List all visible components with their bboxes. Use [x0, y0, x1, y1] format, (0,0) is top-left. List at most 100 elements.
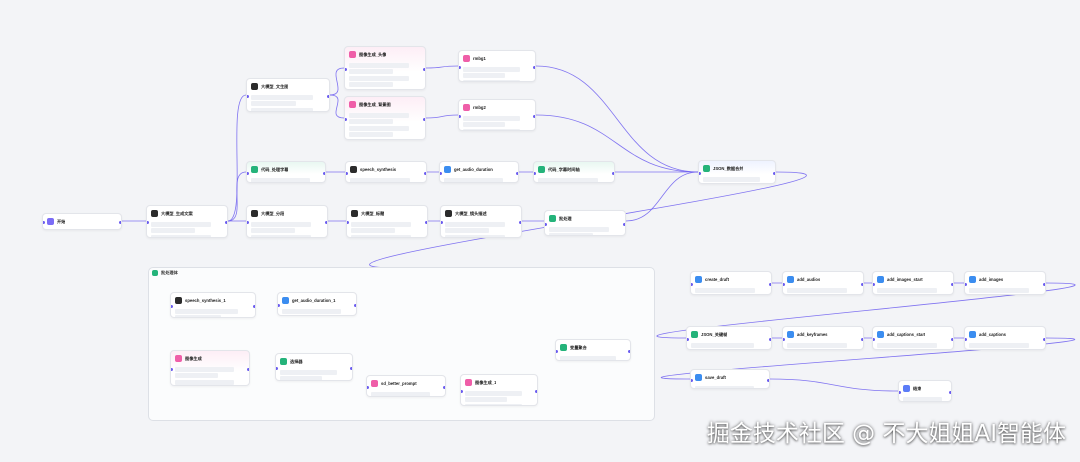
- output-port[interactable]: [773, 171, 775, 175]
- output-port[interactable]: [327, 94, 329, 98]
- output-port[interactable]: [516, 171, 518, 175]
- output-port[interactable]: [533, 65, 535, 69]
- node-loop-select[interactable]: 选择器: [275, 353, 353, 381]
- node-create-draft[interactable]: create_draft: [690, 271, 772, 295]
- node-add-images-start[interactable]: add_images_start: [872, 271, 954, 295]
- output-port[interactable]: [247, 367, 249, 371]
- node-llm-title[interactable]: 大模型_标题: [346, 205, 428, 238]
- input-port[interactable]: [171, 304, 173, 308]
- output-port[interactable]: [325, 221, 327, 224]
- node-add-captions[interactable]: add_captions: [964, 326, 1046, 350]
- input-port[interactable]: [699, 171, 701, 175]
- output-port[interactable]: [612, 171, 614, 175]
- input-port[interactable]: [347, 221, 349, 224]
- output-port[interactable]: [119, 221, 121, 224]
- output-port[interactable]: [443, 385, 445, 389]
- output-port[interactable]: [951, 282, 953, 286]
- node-code-timeline[interactable]: 代码_字幕时间轴: [533, 161, 615, 183]
- node-llm-storyboard[interactable]: 大模型_镜头描述: [440, 205, 522, 238]
- input-port[interactable]: [691, 282, 693, 286]
- node-json-merge[interactable]: JSON_数据合并: [698, 160, 776, 184]
- node-var-agg[interactable]: 批处理: [544, 210, 626, 236]
- output-port[interactable]: [519, 221, 521, 224]
- node-loop-speech[interactable]: speech_synthesis_1: [170, 292, 256, 318]
- node-img-a[interactable]: 图像生成_头像: [344, 46, 426, 90]
- input-port[interactable]: [345, 67, 347, 71]
- input-port[interactable]: [783, 282, 785, 286]
- input-port[interactable]: [459, 65, 461, 69]
- node-code-subtitle[interactable]: 代码_处理字幕: [246, 161, 326, 183]
- output-port[interactable]: [323, 171, 325, 175]
- input-port[interactable]: [461, 389, 463, 393]
- node-end[interactable]: 结束: [898, 380, 952, 402]
- node-add-keyframes[interactable]: add_keyframes: [782, 326, 864, 350]
- output-port[interactable]: [769, 282, 771, 286]
- input-port[interactable]: [873, 337, 875, 341]
- node-img-b[interactable]: 图像生成_背景图: [344, 96, 426, 140]
- node-add-captions-start[interactable]: add_captions_start: [872, 326, 954, 350]
- node-duration[interactable]: get_audio_duration: [439, 161, 519, 183]
- input-port[interactable]: [278, 303, 280, 307]
- output-port[interactable]: [423, 67, 425, 71]
- node-rmbg-b[interactable]: rmbg2: [458, 99, 536, 131]
- output-port[interactable]: [949, 390, 951, 394]
- input-port[interactable]: [147, 221, 149, 224]
- input-port[interactable]: [965, 282, 967, 286]
- input-port[interactable]: [899, 390, 901, 394]
- node-llm-split[interactable]: 大模型_分段: [246, 205, 328, 238]
- input-port[interactable]: [534, 171, 536, 175]
- input-port[interactable]: [873, 282, 875, 286]
- input-port[interactable]: [345, 117, 347, 121]
- node-loop-duration[interactable]: get_audio_duration_1: [277, 292, 357, 316]
- node-json-keys[interactable]: JSON_关键帧: [686, 326, 772, 350]
- output-port[interactable]: [424, 171, 426, 175]
- input-port[interactable]: [247, 94, 249, 98]
- output-port[interactable]: [423, 117, 425, 121]
- output-port[interactable]: [628, 349, 630, 353]
- output-port[interactable]: [350, 366, 352, 370]
- input-port[interactable]: [247, 171, 249, 175]
- input-port[interactable]: [171, 367, 173, 371]
- output-port[interactable]: [861, 337, 863, 341]
- node-llm-prompt[interactable]: 大模型_文生图: [246, 78, 330, 112]
- input-port[interactable]: [440, 171, 442, 175]
- input-port[interactable]: [441, 221, 443, 224]
- output-port[interactable]: [861, 282, 863, 286]
- input-port[interactable]: [367, 385, 369, 389]
- input-port[interactable]: [247, 221, 249, 224]
- input-port[interactable]: [687, 337, 689, 341]
- node-add-images[interactable]: add_images: [964, 271, 1046, 295]
- input-port[interactable]: [556, 349, 558, 353]
- input-port[interactable]: [346, 171, 348, 175]
- node-loop-better[interactable]: sd_better_prompt: [366, 375, 446, 397]
- input-port[interactable]: [276, 366, 278, 370]
- output-port[interactable]: [1043, 282, 1045, 286]
- node-loop-img2[interactable]: 图像生成_1: [460, 374, 538, 406]
- output-port[interactable]: [425, 221, 427, 224]
- node-rmbg-a[interactable]: rmbg1: [458, 50, 536, 82]
- node-loop-agg[interactable]: 变量聚合: [555, 339, 631, 361]
- input-port[interactable]: [459, 114, 461, 118]
- output-port[interactable]: [533, 114, 535, 118]
- output-port[interactable]: [951, 337, 953, 341]
- node-speech[interactable]: speech_synthesis: [345, 161, 427, 183]
- output-port[interactable]: [354, 303, 356, 307]
- output-port[interactable]: [767, 378, 769, 382]
- output-port[interactable]: [253, 304, 255, 308]
- input-port[interactable]: [43, 221, 45, 224]
- output-port[interactable]: [1043, 337, 1045, 341]
- input-port[interactable]: [691, 378, 693, 382]
- node-loop-img[interactable]: 图像生成: [170, 350, 250, 386]
- input-port[interactable]: [965, 337, 967, 341]
- node-llm-copy[interactable]: 大模型_生成文案: [146, 205, 228, 238]
- input-port[interactable]: [545, 222, 547, 226]
- node-save-draft[interactable]: save_draft: [690, 369, 770, 389]
- input-port[interactable]: [783, 337, 785, 341]
- output-port[interactable]: [623, 222, 625, 226]
- output-port[interactable]: [225, 221, 227, 224]
- node-start[interactable]: 开始: [42, 213, 122, 230]
- node-add-audios[interactable]: add_audios: [782, 271, 864, 295]
- output-port[interactable]: [535, 389, 537, 393]
- output-port[interactable]: [769, 337, 771, 341]
